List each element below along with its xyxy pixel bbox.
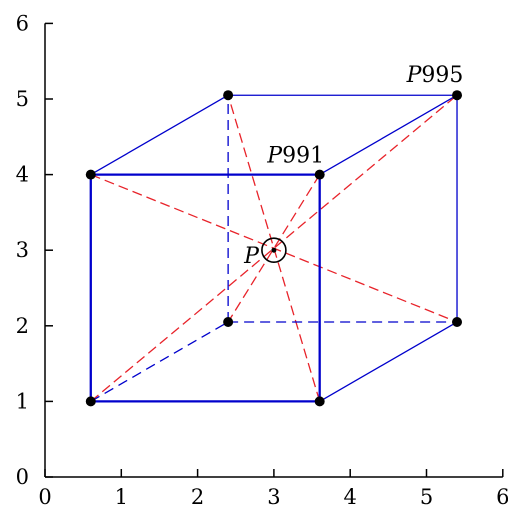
- x-tick-label: 6: [496, 485, 508, 509]
- x-tick-label: 3: [267, 485, 280, 509]
- label-p991: P991: [266, 144, 324, 169]
- edge-v3-v7: [319, 94, 458, 176]
- vertex-v5: [223, 317, 234, 328]
- y-tick-label: 1: [16, 389, 29, 413]
- vertex-v1: [85, 396, 96, 407]
- label-center-point: P: [243, 244, 260, 269]
- diagonal-v1-v7: [90, 94, 458, 402]
- y-tick-label: 6: [16, 11, 29, 35]
- edge-v2-v6: [319, 321, 458, 402]
- axes-group: 0 1 2 3 4 5 6 0 1 2 3 4 5 6: [16, 11, 508, 509]
- vertices-group: [85, 90, 463, 407]
- label-p995: P995: [406, 63, 464, 88]
- x-tick-label: 5: [420, 485, 433, 509]
- y-tick-label: 0: [16, 465, 29, 489]
- vertex-v8: [223, 90, 234, 101]
- center-ring: [261, 237, 287, 263]
- x-tick-label: 1: [115, 485, 128, 509]
- edges-group: [89, 94, 458, 403]
- vertex-v2: [314, 396, 325, 407]
- labels-group: P991 P995 P: [243, 63, 463, 269]
- vertex-v7: [452, 90, 463, 101]
- y-tick-label: 5: [16, 87, 29, 111]
- edge-v8-v4: [90, 94, 229, 176]
- y-tick-label: 2: [16, 314, 29, 338]
- edge-v1-v5: [90, 321, 229, 402]
- x-tick-label: 4: [344, 485, 357, 509]
- vertex-v6: [452, 317, 463, 328]
- diagonal-v3-v5: [227, 174, 321, 323]
- x-tick-label: 2: [191, 485, 204, 509]
- center-dot: [271, 247, 277, 253]
- vertex-v3: [314, 169, 325, 180]
- x-tick-label: 0: [38, 485, 51, 509]
- y-tick-label: 4: [16, 163, 29, 187]
- vertex-v4: [85, 169, 96, 180]
- y-tick-label: 3: [16, 238, 29, 262]
